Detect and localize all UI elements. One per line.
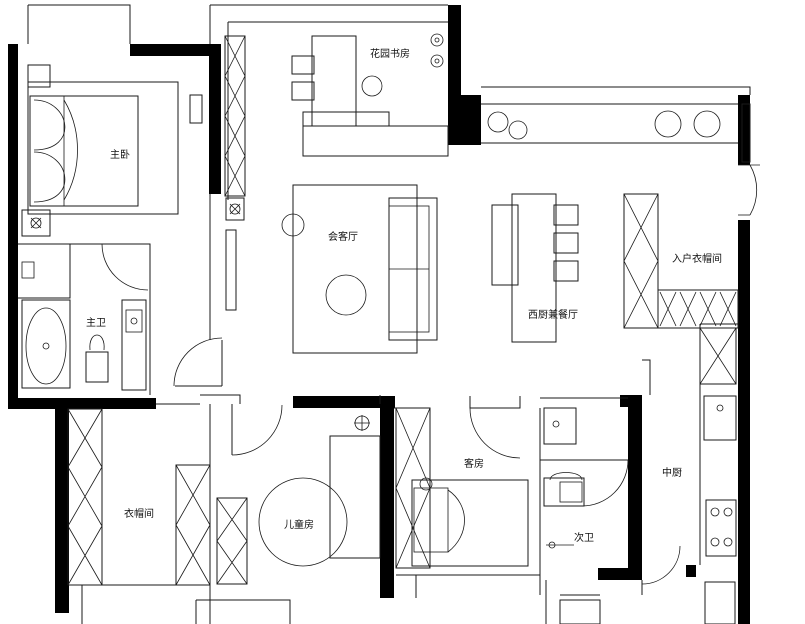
label-master-bath: 主卫 bbox=[86, 317, 106, 329]
label-kids-room: 儿童房 bbox=[284, 518, 314, 531]
master-bedroom bbox=[21, 64, 203, 237]
kids-room bbox=[216, 415, 381, 585]
entry-cloakroom-cabinet bbox=[623, 193, 739, 329]
balcony bbox=[487, 103, 751, 163]
label-chinese-kitchen: 中厨 bbox=[662, 466, 682, 479]
label-second-bath: 次卫 bbox=[574, 531, 594, 544]
chinese-kitchen bbox=[699, 327, 737, 557]
garden-study bbox=[291, 33, 449, 157]
label-guest-room: 客房 bbox=[464, 457, 484, 470]
label-master-bedroom: 主卧 bbox=[110, 148, 130, 161]
label-western-kitchen-dining: 西厨兼餐厅 bbox=[528, 308, 578, 321]
label-garden-study: 花园书房 bbox=[370, 47, 410, 60]
label-walk-in-closet: 衣帽间 bbox=[124, 507, 154, 520]
label-living-room: 会客厅 bbox=[328, 230, 358, 243]
second-bath bbox=[543, 407, 585, 549]
walls bbox=[8, 5, 750, 624]
label-entry-cloakroom: 入户衣帽间 bbox=[672, 252, 722, 265]
walk-in-closet bbox=[67, 408, 211, 586]
dining-area bbox=[491, 193, 579, 343]
guest-room bbox=[395, 407, 529, 569]
door-swings bbox=[101, 164, 760, 585]
living-room bbox=[281, 184, 438, 354]
room-labels: 主卧 主卫 花园书房 会客厅 西厨兼餐厅 入户衣帽间 衣帽间 儿童房 客房 次卫… bbox=[86, 47, 722, 544]
master-bath bbox=[21, 261, 147, 391]
bottom-details bbox=[559, 581, 736, 624]
wardrobe-column bbox=[224, 35, 246, 311]
